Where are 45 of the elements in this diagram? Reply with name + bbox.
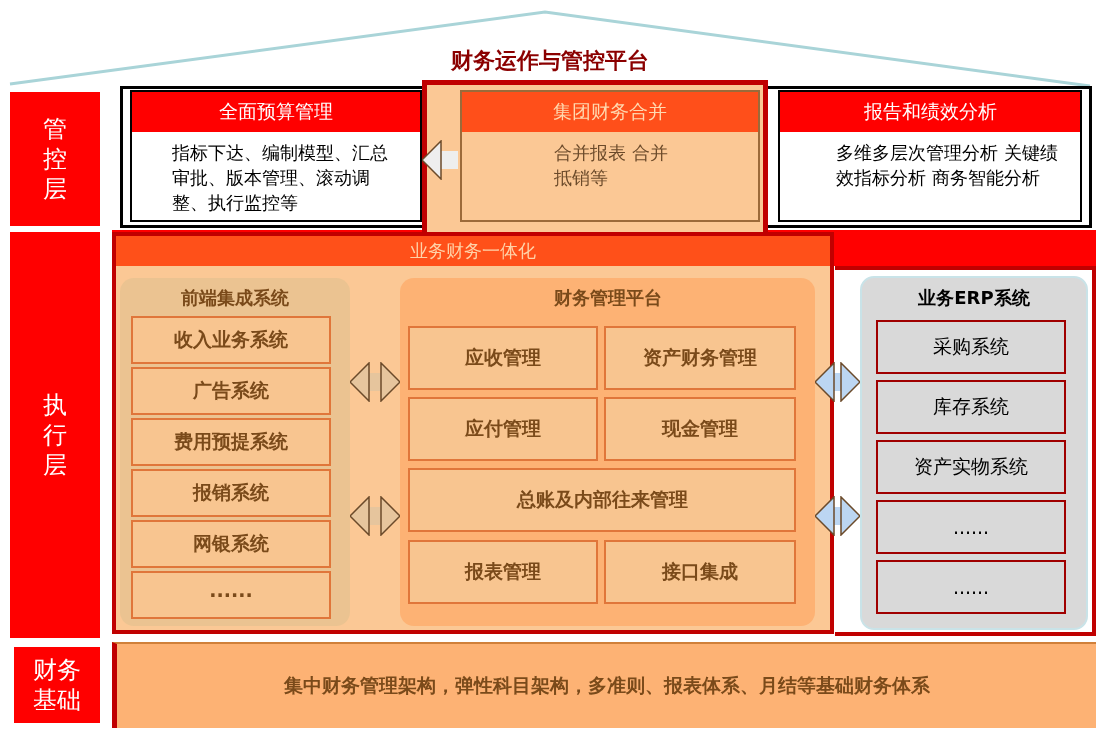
block-arrow bbox=[349, 362, 401, 402]
system-box: 广告系统 bbox=[131, 367, 331, 415]
system-box: 网银系统 bbox=[131, 520, 331, 568]
block-arrow bbox=[421, 140, 458, 180]
box-heading: 全面预算管理 bbox=[132, 92, 420, 132]
layer-label: 财务基础 bbox=[14, 647, 100, 723]
integration-panel bbox=[112, 232, 834, 634]
system-box: ...... bbox=[876, 500, 1066, 554]
description-text: 合并报表 合并抵销等 bbox=[554, 141, 669, 190]
foundation-bar: 集中财务管理架构，弹性科目架构，多准则、报表体系、月结等基础财务体系 bbox=[112, 642, 1096, 728]
system-group-panel bbox=[400, 278, 815, 626]
system-group-panel bbox=[860, 276, 1088, 630]
system-box: 接口集成 bbox=[604, 540, 796, 604]
system-box: 费用预提系统 bbox=[131, 418, 331, 466]
description-text: 多维多层次管理分析 关键绩效指标分析 商务智能分析 bbox=[836, 141, 1059, 190]
title: 财务运作与管控平台 bbox=[450, 47, 650, 75]
system-box: 现金管理 bbox=[604, 397, 796, 461]
system-group-panel bbox=[120, 278, 350, 626]
system-box: ...... bbox=[876, 560, 1066, 614]
box-heading: 集团财务合并 bbox=[462, 92, 758, 132]
layer-label: 执行层 bbox=[10, 232, 100, 638]
block-arrow bbox=[814, 362, 861, 402]
group-heading: 财务管理平台 bbox=[552, 286, 663, 310]
system-box: 报表管理 bbox=[408, 540, 598, 604]
system-box: 收入业务系统 bbox=[131, 316, 331, 364]
group-heading: 业务ERP系统 bbox=[917, 286, 1031, 310]
system-box: 库存系统 bbox=[876, 380, 1066, 434]
description-text: 指标下达、编制模型、汇总审批、版本管理、滚动调整、执行监控等 bbox=[172, 141, 389, 215]
module-box bbox=[460, 90, 760, 222]
system-box: 资产财务管理 bbox=[604, 326, 796, 390]
system-box: 资产实物系统 bbox=[876, 440, 1066, 494]
module-box bbox=[778, 90, 1082, 222]
layer-label: 管控层 bbox=[10, 92, 100, 226]
block-arrow bbox=[349, 496, 401, 536]
system-box: 应收管理 bbox=[408, 326, 598, 390]
system-box: ······ bbox=[131, 571, 331, 619]
panel-heading: 业务财务一体化 bbox=[116, 236, 830, 266]
box-heading: 报告和绩效分析 bbox=[780, 92, 1080, 132]
system-box: 总账及内部往来管理 bbox=[408, 468, 796, 532]
group-heading: 前端集成系统 bbox=[180, 286, 290, 310]
system-box: 报销系统 bbox=[131, 469, 331, 517]
module-box bbox=[130, 90, 422, 222]
system-box: 采购系统 bbox=[876, 320, 1066, 374]
block-arrow bbox=[814, 496, 861, 536]
system-box: 应付管理 bbox=[408, 397, 598, 461]
